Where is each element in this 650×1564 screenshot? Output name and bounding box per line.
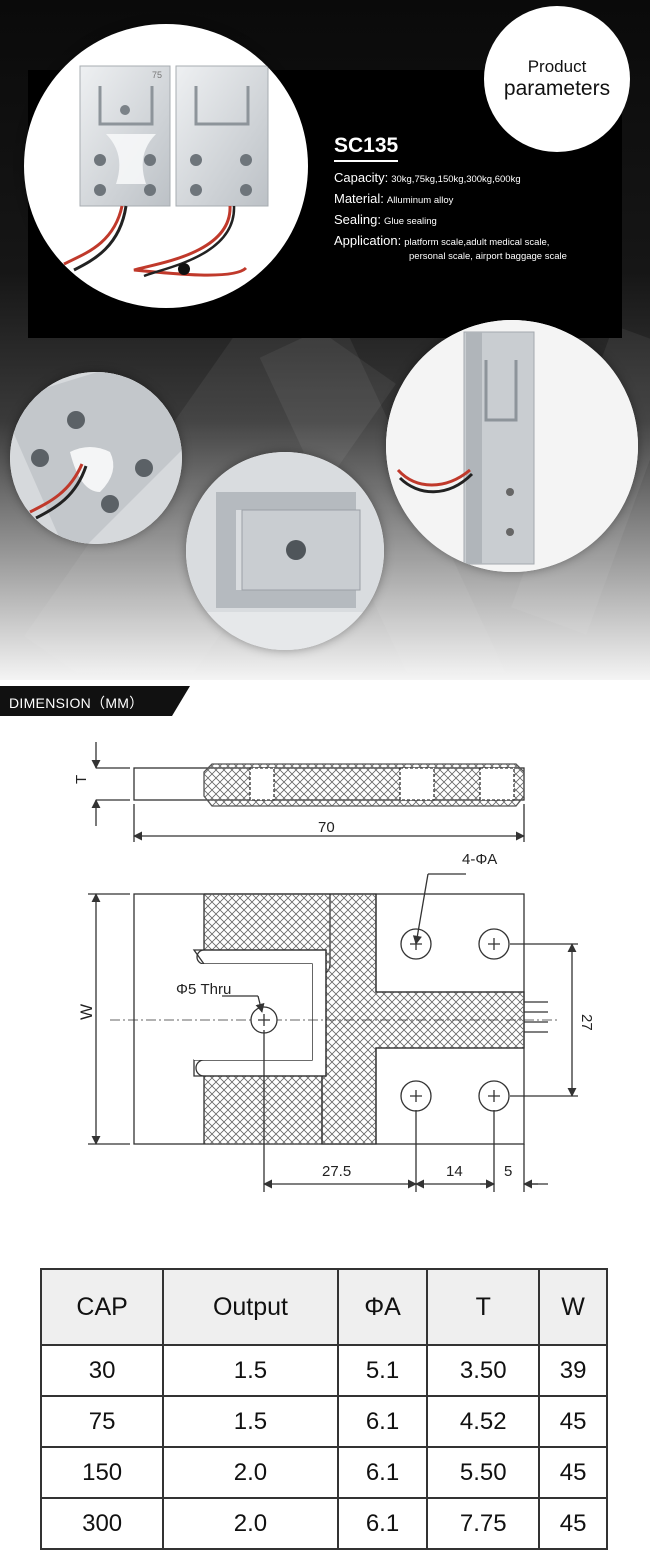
cell-w: 39 bbox=[538, 1344, 608, 1397]
dim-label-14: 14 bbox=[446, 1163, 463, 1180]
cell-output: 2.0 bbox=[162, 1497, 339, 1550]
spec-list: SC135 Capacity:30kg,75kg,150kg,300kg,600… bbox=[334, 134, 567, 262]
cell-output: 1.5 bbox=[162, 1344, 339, 1397]
cell-output: 1.5 bbox=[162, 1395, 339, 1448]
table-header-row: CAP Output ΦA T W bbox=[39, 1268, 608, 1346]
cell-cap: 150 bbox=[39, 1446, 165, 1499]
dim-label-holes: 4-ΦA bbox=[462, 851, 497, 868]
cell-w: 45 bbox=[538, 1446, 608, 1499]
dimension-heading: DIMENSION（MM） bbox=[9, 695, 144, 711]
cell-w: 45 bbox=[538, 1497, 608, 1550]
dim-label-thru: Φ5 Thru bbox=[176, 981, 231, 998]
cell-output: 2.0 bbox=[162, 1446, 339, 1499]
cell-t: 7.75 bbox=[426, 1497, 541, 1550]
product-photo-main: 75 bbox=[24, 24, 308, 308]
cell-w: 45 bbox=[538, 1395, 608, 1448]
cell-t: 3.50 bbox=[426, 1344, 541, 1397]
table-row: 150 2.0 6.1 5.50 45 bbox=[39, 1446, 608, 1499]
detail-photo-holes bbox=[10, 372, 182, 544]
spec-sealing: Sealing:Glue sealing bbox=[334, 212, 437, 227]
spec-application-line2: personal scale, airport baggage scale bbox=[409, 251, 567, 262]
cell-t: 5.50 bbox=[426, 1446, 541, 1499]
spec-capacity: Capacity:30kg,75kg,150kg,300kg,600kg bbox=[334, 170, 521, 185]
dim-label-27-5: 27.5 bbox=[322, 1163, 351, 1180]
cell-phi-a: 6.1 bbox=[336, 1446, 429, 1499]
dim-label-t: T bbox=[73, 775, 90, 784]
dim-label-spacing: 27 bbox=[578, 1014, 595, 1031]
dimension-heading-bar bbox=[0, 686, 190, 716]
dim-label-length: 70 bbox=[318, 819, 335, 836]
dimension-drawing: T 70 4-ΦA Φ5 Thru W 27 27.5 14 5 bbox=[73, 742, 595, 1192]
cell-cap: 30 bbox=[39, 1344, 165, 1397]
header-phi-a: ΦA bbox=[336, 1268, 429, 1346]
cell-t: 4.52 bbox=[426, 1395, 541, 1448]
product-hero: 75 SC135 Capacity:30kg,75kg,150kg,300kg,… bbox=[0, 0, 650, 680]
cell-phi-a: 6.1 bbox=[336, 1395, 429, 1448]
spec-application: Application:platform scale,adult medical… bbox=[334, 233, 550, 248]
cell-cap: 300 bbox=[39, 1497, 165, 1550]
cell-phi-a: 5.1 bbox=[336, 1344, 429, 1397]
product-parameters-badge: Product parameters bbox=[484, 6, 630, 152]
model-name: SC135 bbox=[334, 134, 399, 162]
badge-line-1: Product bbox=[527, 57, 587, 77]
header-w: W bbox=[538, 1268, 608, 1346]
header-t: T bbox=[426, 1268, 541, 1346]
table-row: 30 1.5 5.1 3.50 39 bbox=[39, 1344, 608, 1397]
table-row: 300 2.0 6.1 7.75 45 bbox=[39, 1497, 608, 1550]
cell-phi-a: 6.1 bbox=[336, 1497, 429, 1550]
detail-photo-thru-hole bbox=[186, 452, 384, 650]
plate-stamp: 75 bbox=[152, 70, 163, 80]
dim-label-5: 5 bbox=[504, 1163, 512, 1180]
cell-cap: 75 bbox=[39, 1395, 165, 1448]
spec-table: CAP Output ΦA T W 30 1.5 5.1 3.50 39 75 … bbox=[39, 1268, 608, 1550]
side-photo bbox=[386, 320, 638, 572]
table-row: 75 1.5 6.1 4.52 45 bbox=[39, 1395, 608, 1448]
header-output: Output bbox=[162, 1268, 339, 1346]
spec-material: Material:Alluminum alloy bbox=[334, 191, 454, 206]
header-cap: CAP bbox=[39, 1268, 165, 1346]
dim-label-w: W bbox=[77, 1004, 96, 1020]
badge-line-2: parameters bbox=[503, 76, 611, 100]
